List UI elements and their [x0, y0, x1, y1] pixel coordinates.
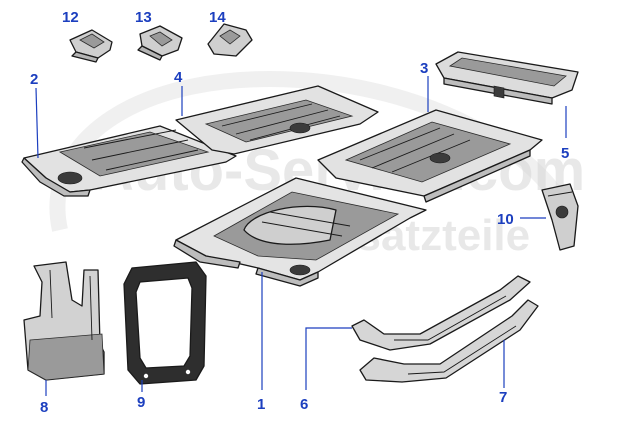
callout-14: 14 [209, 9, 226, 26]
callout-3: 3 [420, 60, 428, 77]
part-6-sill-rail[interactable] [351, 275, 531, 351]
callout-9: 9 [137, 394, 145, 411]
part-14-clip[interactable] [207, 23, 253, 57]
part-7-sill-rail[interactable] [359, 299, 539, 383]
part-13-clip[interactable] [137, 25, 183, 61]
part-10-bracket[interactable] [541, 183, 579, 251]
callout-5: 5 [561, 145, 569, 162]
part-8-bracket-plate[interactable] [23, 261, 105, 381]
callout-1: 1 [257, 396, 265, 413]
callout-7: 7 [499, 389, 507, 406]
callout-8: 8 [40, 399, 48, 416]
callout-2: 2 [30, 71, 38, 88]
callout-4: 4 [174, 69, 183, 86]
part-3-floor-section[interactable] [317, 109, 543, 203]
callout-10: 10 [497, 211, 514, 228]
part-12-clip[interactable] [69, 29, 113, 63]
part-2-floor-pan[interactable] [21, 125, 237, 197]
callout-labels: 1 2 3 4 5 6 7 8 9 10 12 13 14 [30, 9, 569, 416]
part-9-gasket-frame[interactable] [123, 261, 207, 385]
part-5-cross-member[interactable] [435, 51, 579, 105]
leader-lines [35, 76, 567, 396]
callout-6: 6 [300, 396, 308, 413]
callout-12: 12 [62, 9, 79, 26]
callout-13: 13 [135, 9, 152, 26]
part-4-floor-pan[interactable] [175, 85, 379, 155]
part-1-main-floor[interactable] [173, 177, 427, 287]
